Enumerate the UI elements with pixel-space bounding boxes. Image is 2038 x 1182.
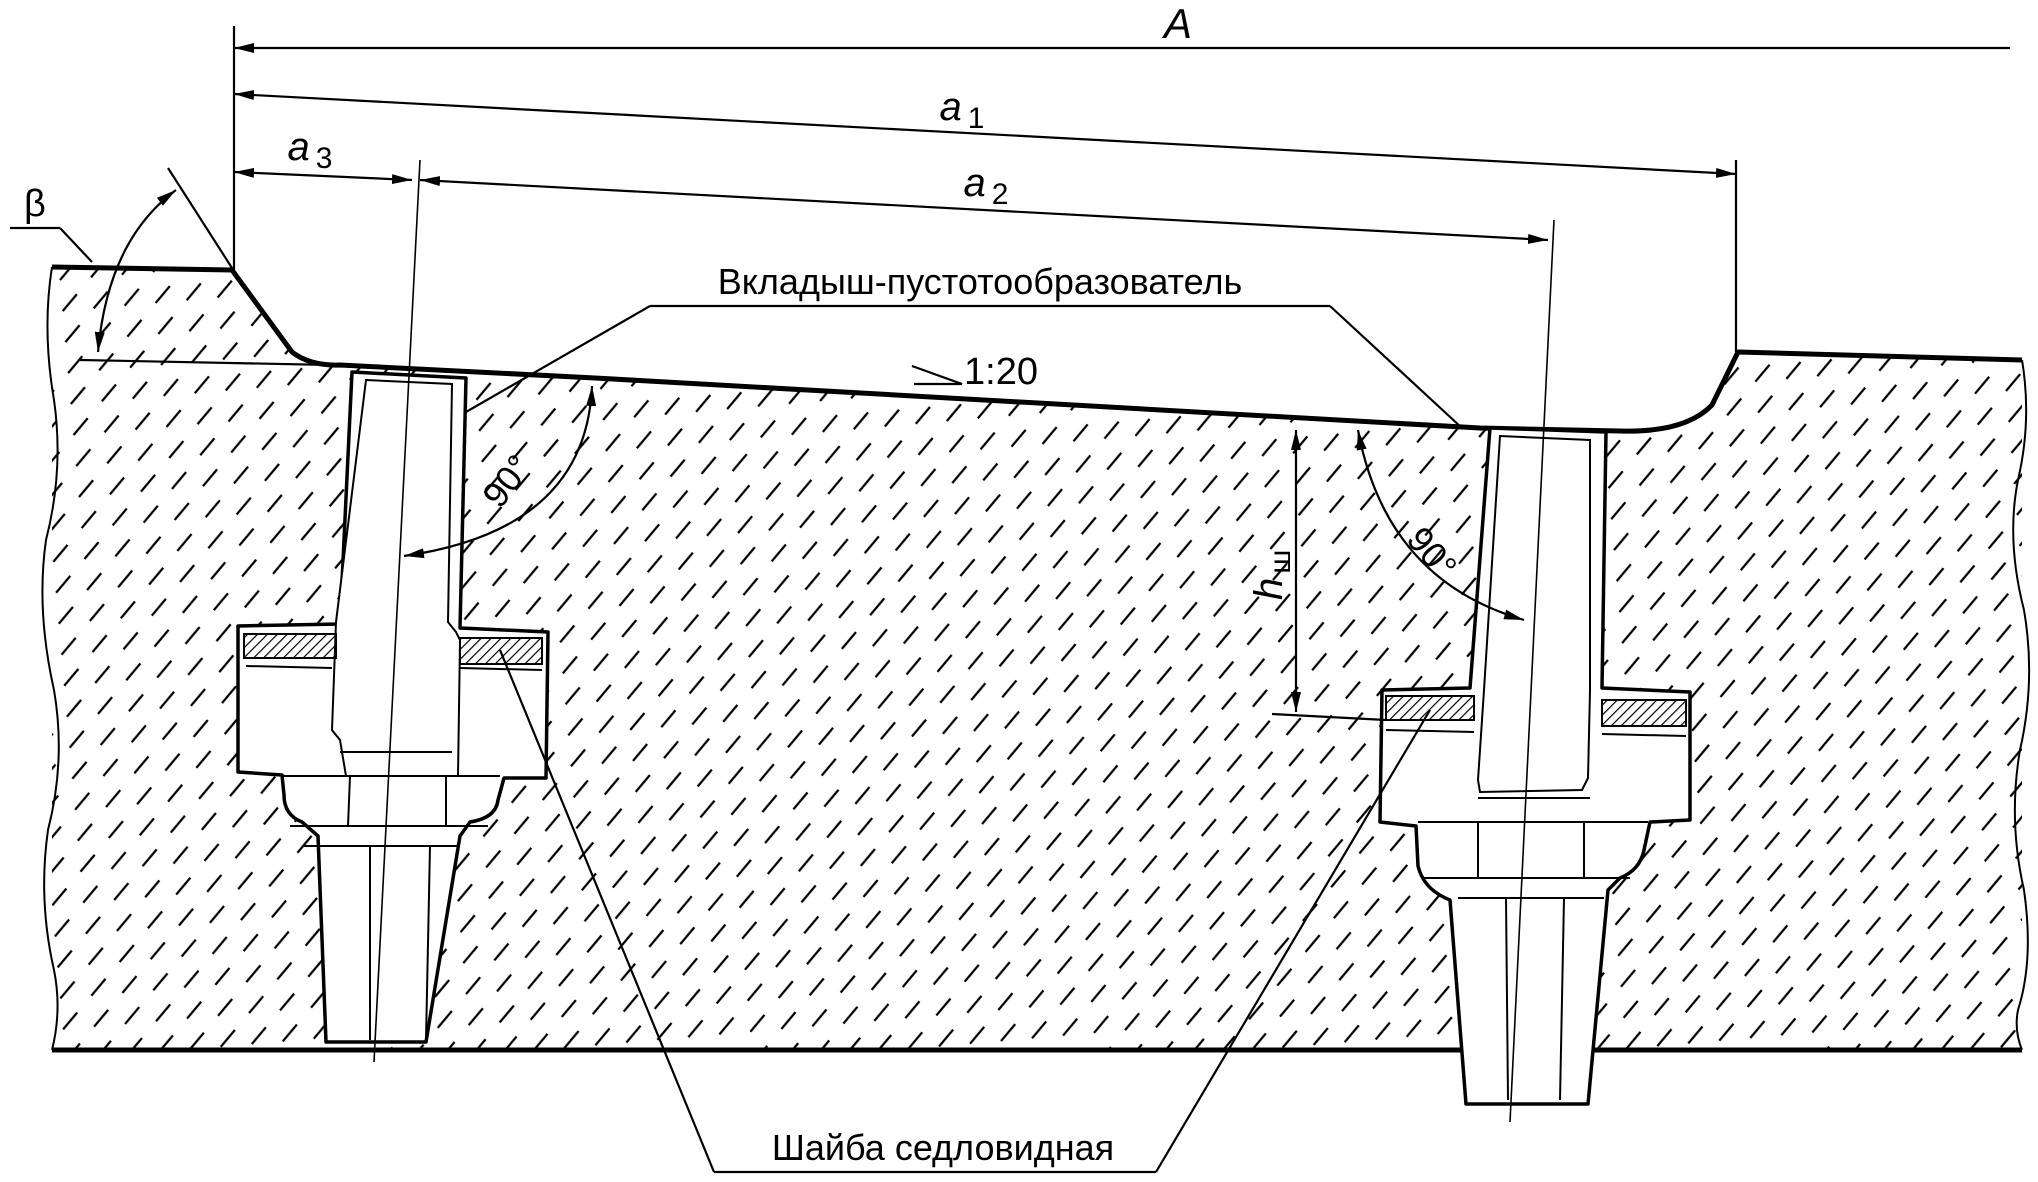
left-break-line — [41, 266, 60, 1051]
label-washer: Шайба седловидная — [772, 1127, 1114, 1168]
label-h: hш — [1247, 550, 1297, 600]
slope-symbol — [911, 364, 963, 386]
right-break-line — [2012, 359, 2031, 1051]
label-slope: 1:20 — [964, 351, 1038, 393]
right-saddle-washer — [1385, 695, 1475, 721]
dimension-a2-line — [419, 176, 1549, 244]
label-insert: Вкладыш-пустотообразователь — [718, 261, 1242, 302]
beta-angle-arc — [94, 189, 177, 353]
left-center-axis — [373, 159, 421, 1063]
washer-leader-right — [1155, 709, 1431, 1173]
washer-leader-left — [498, 649, 716, 1173]
right-angle-arc — [1356, 429, 1525, 622]
top-surface — [51, 264, 2023, 434]
insert-leader-right — [1329, 305, 1463, 429]
label-beta: β — [24, 183, 46, 225]
h-extension-line — [1271, 712, 1387, 722]
right-saddle-washer-right-part — [1601, 699, 1687, 727]
dimension-a3-line — [233, 167, 413, 185]
right-center-axis — [1509, 219, 1555, 1123]
slope-base-line — [79, 358, 333, 367]
beta-slope-extension — [167, 167, 233, 269]
left-saddle-washer — [243, 633, 337, 659]
left-angle-arc — [403, 385, 597, 559]
label-a: A — [1161, 0, 1192, 47]
dimension-a1-line — [233, 90, 1737, 178]
beta-leader-diagonal — [59, 227, 93, 263]
